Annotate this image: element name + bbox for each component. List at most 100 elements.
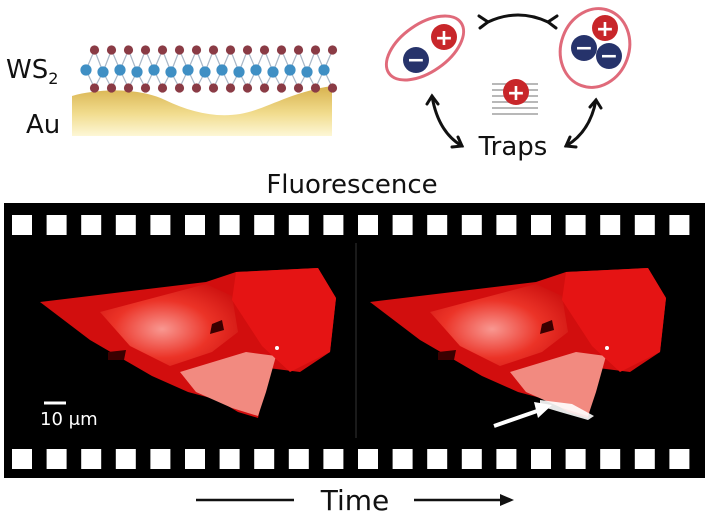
time-arrowhead: [500, 494, 514, 506]
ws2-atom-lattice: [80, 45, 338, 93]
sprocket-hole-bottom: [323, 449, 344, 469]
sprocket-hole-bottom: [12, 449, 32, 469]
exciton-hole: +: [431, 24, 457, 51]
sprocket-hole-bottom: [427, 449, 448, 469]
time-axis: Time: [196, 484, 514, 517]
fluorescence-frame-1: 10 μm: [40, 268, 336, 430]
trap-state: +: [492, 79, 538, 115]
svg-text:+: +: [435, 26, 453, 51]
svg-text:+: +: [596, 17, 614, 42]
sulfur-atom-bottom: [174, 83, 185, 93]
sprocket-hole-top: [150, 215, 171, 235]
arrow-trion-traps: [564, 98, 598, 148]
sulfur-atom-bottom: [293, 83, 304, 93]
sprocket-hole-bottom: [565, 449, 586, 469]
sulfur-atom-top: [106, 45, 117, 55]
arrowhead-exciton-traps-top: [425, 93, 440, 106]
sulfur-atom-bottom: [208, 83, 219, 93]
sulfur-atom-bottom: [157, 83, 168, 93]
sprocket-hole-bottom: [81, 449, 102, 469]
sprocket-hole-bottom: [531, 449, 551, 469]
sprocket-hole-bottom: [254, 449, 275, 469]
highlight-arrow: [493, 402, 552, 428]
sulfur-atom-top: [225, 45, 236, 55]
sprocket-hole-top: [600, 215, 621, 235]
svg-text:+: +: [507, 81, 525, 106]
arrowhead-exciton-trion-left: [477, 14, 491, 30]
svg-text:−: −: [407, 48, 425, 73]
tungsten-atom: [267, 66, 279, 78]
sulfur-atom-top: [157, 45, 168, 55]
sulfur-atom-bottom: [191, 83, 202, 93]
sprocket-hole-bottom: [461, 449, 482, 469]
flake-frame-1: [40, 268, 336, 418]
tungsten-atom: [318, 64, 330, 76]
tungsten-atom: [216, 64, 228, 76]
sprocket-hole-bottom: [115, 449, 136, 469]
sprocket-hole-bottom: [669, 449, 690, 469]
sulfur-atom-top: [310, 45, 321, 55]
arrowhead-exciton-trion-right: [545, 14, 559, 30]
sulfur-atom-top: [191, 45, 202, 55]
au-label: Au: [26, 110, 60, 140]
sulfur-atom-bottom: [242, 83, 253, 93]
svg-text:−: −: [600, 44, 618, 69]
sprocket-hole-top: [496, 215, 517, 235]
sprocket-hole-top: [12, 215, 32, 235]
film-sprockets-bottom: [12, 449, 690, 469]
time-label: Time: [320, 484, 390, 517]
sprocket-hole-top: [669, 215, 690, 235]
exciton-electron: −: [403, 47, 429, 73]
sulfur-atom-top: [276, 45, 287, 55]
sulfur-atom-bottom: [310, 83, 321, 93]
arrow-exciton-trion: [486, 13, 550, 24]
sprocket-hole-bottom: [288, 449, 309, 469]
tungsten-atom: [284, 64, 296, 76]
sprocket-hole-bottom: [358, 449, 378, 469]
tungsten-atom: [233, 66, 245, 78]
sprocket-hole-top: [288, 215, 309, 235]
sprocket-hole-bottom: [46, 449, 67, 469]
trion-electron-2: −: [596, 43, 622, 69]
exciton-outline: [384, 14, 466, 82]
sprocket-hole-bottom: [496, 449, 517, 469]
sprocket-hole-top: [219, 215, 240, 235]
charge-cycle-diagram: + − + − −: [384, 7, 632, 162]
sprocket-hole-top: [115, 215, 136, 235]
tungsten-atom: [80, 64, 92, 76]
sulfur-atom-bottom: [276, 83, 287, 93]
scale-bar-label: 10 μm: [40, 409, 98, 430]
sulfur-atom-bottom: [106, 83, 117, 93]
sprocket-hole-top: [392, 215, 413, 235]
tungsten-atom: [97, 66, 109, 78]
cycle-arrows: [425, 13, 603, 149]
sulfur-atom-top: [259, 45, 270, 55]
sprocket-hole-top: [634, 215, 655, 235]
sprocket-hole-top: [427, 215, 448, 235]
tungsten-atom: [165, 66, 177, 78]
sulfur-atom-top: [327, 45, 338, 55]
sprocket-hole-bottom: [185, 449, 205, 469]
tungsten-atom: [114, 64, 126, 76]
gold-substrate: [72, 86, 332, 136]
sprocket-hole-top: [565, 215, 586, 235]
sprocket-hole-top: [358, 215, 378, 235]
sprocket-hole-bottom: [392, 449, 413, 469]
arrowhead-trion-traps-bottom: [563, 135, 578, 149]
sulfur-atom-bottom: [89, 83, 100, 93]
sprocket-hole-top: [185, 215, 205, 235]
sulfur-atom-top: [140, 45, 151, 55]
sprocket-hole-top: [323, 215, 344, 235]
traps-label: Traps: [478, 132, 548, 162]
arrowhead-exciton-traps-bottom: [450, 135, 465, 149]
flake-frame-2: [370, 268, 666, 418]
sprocket-hole-top: [461, 215, 482, 235]
sulfur-atom-bottom: [140, 83, 151, 93]
exciton: + −: [384, 14, 466, 82]
sulfur-atom-top: [123, 45, 134, 55]
sprocket-hole-bottom: [219, 449, 240, 469]
sulfur-atom-bottom: [327, 83, 338, 93]
sulfur-atom-top: [174, 45, 185, 55]
tungsten-atom: [301, 66, 313, 78]
